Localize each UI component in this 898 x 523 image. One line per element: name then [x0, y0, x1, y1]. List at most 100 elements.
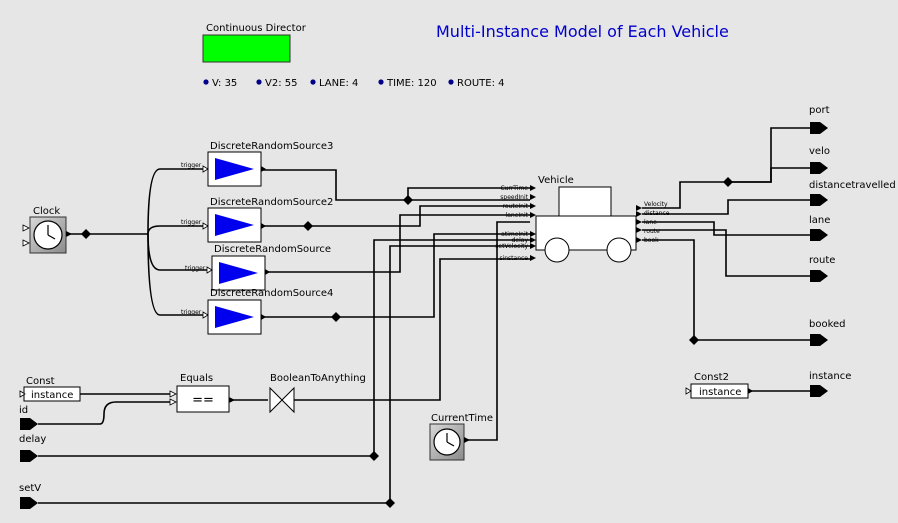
- output-port-arrow-icon[interactable]: [810, 270, 828, 282]
- wire[interactable]: [262, 205, 530, 227]
- input-port-setv[interactable]: setV: [19, 483, 41, 509]
- input-port-arrow-icon[interactable]: [20, 497, 38, 509]
- relation-diamond-icon[interactable]: [385, 498, 395, 508]
- input-port-icon[interactable]: [206, 266, 213, 274]
- bool-to-anything-icon[interactable]: [269, 386, 295, 414]
- input-port-delay[interactable]: delay: [19, 434, 46, 462]
- output-port-arrow-icon[interactable]: [810, 385, 828, 397]
- input-port-icon[interactable]: [530, 255, 536, 261]
- vehicle-input-ports: CurrTime speedInit routeInit laneInit at…: [495, 185, 536, 262]
- wire[interactable]: [38, 245, 530, 504]
- output-port-icon[interactable]: [636, 205, 642, 211]
- relation-diamond-icon[interactable]: [403, 195, 413, 205]
- input-port-icon[interactable]: [530, 243, 536, 249]
- continuous-director[interactable]: Continuous Director: [202, 23, 307, 63]
- output-port-velo[interactable]: velo: [809, 146, 830, 174]
- output-port-arrow-icon[interactable]: [810, 162, 828, 174]
- output-port-arrow-icon[interactable]: [810, 334, 828, 346]
- equals-actor[interactable]: Equals ==: [169, 373, 235, 413]
- relation-diamond-icon[interactable]: [723, 177, 733, 187]
- wire[interactable]: [38, 401, 170, 425]
- output-port-icon[interactable]: [229, 397, 235, 403]
- output-port-icon[interactable]: [636, 211, 642, 217]
- input-port-icon[interactable]: [169, 398, 177, 406]
- input-port-icon[interactable]: [530, 231, 536, 237]
- wire[interactable]: [147, 225, 208, 235]
- wire[interactable]: [642, 229, 810, 277]
- wire[interactable]: [642, 239, 810, 341]
- wire[interactable]: [266, 214, 530, 273]
- output-port-icon[interactable]: [265, 269, 270, 275]
- output-port-arrow-icon[interactable]: [810, 122, 828, 134]
- wire[interactable]: [262, 233, 530, 318]
- input-port-icon[interactable]: [530, 185, 536, 191]
- output-port-icon[interactable]: [261, 166, 266, 172]
- output-port-icon[interactable]: [636, 227, 642, 233]
- relation-diamond-icon[interactable]: [689, 335, 699, 345]
- discrete-random-source-2[interactable]: DiscreteRandomSource2 trigger: [181, 197, 333, 243]
- relation-diamond-icon[interactable]: [303, 221, 313, 231]
- wire[interactable]: [66, 168, 208, 235]
- parameter-v[interactable]: V: 35: [203, 78, 237, 89]
- const2-actor[interactable]: Const2 instance: [685, 372, 753, 399]
- output-port-icon[interactable]: [464, 437, 470, 443]
- output-port-arrow-icon[interactable]: [810, 229, 828, 241]
- output-port-route[interactable]: route: [809, 255, 835, 282]
- output-port-icon[interactable]: [66, 231, 72, 237]
- input-port-icon[interactable]: [530, 212, 536, 218]
- discrete-random-source-3[interactable]: DiscreteRandomSource3 trigger: [181, 141, 333, 187]
- wire[interactable]: [147, 233, 208, 316]
- wire[interactable]: [262, 169, 530, 201]
- wire[interactable]: [38, 239, 530, 457]
- input-port-icon[interactable]: [202, 311, 209, 319]
- parameter-lane[interactable]: LANE: 4: [310, 78, 358, 89]
- parameter-time[interactable]: TIME: 120: [378, 78, 437, 89]
- input-port-icon[interactable]: [530, 194, 536, 200]
- input-port-icon[interactable]: [19, 390, 26, 398]
- output-port-port[interactable]: port: [809, 105, 830, 134]
- output-port-icon[interactable]: [261, 314, 266, 320]
- equals-box[interactable]: [176, 385, 230, 413]
- random-source-icon: [215, 214, 254, 236]
- input-port-icon[interactable]: [22, 239, 30, 247]
- output-port-icon[interactable]: [748, 388, 753, 394]
- director-box[interactable]: [202, 34, 291, 63]
- vehicle-actor[interactable]: Vehicle CurrTime speedInit routeInit lan…: [495, 175, 670, 263]
- input-port-arrow-icon[interactable]: [20, 418, 38, 430]
- input-port-icon[interactable]: [22, 224, 30, 232]
- input-port-icon[interactable]: [202, 165, 209, 173]
- input-port-icon[interactable]: [685, 387, 692, 395]
- relation-diamond-icon[interactable]: [81, 229, 91, 239]
- discrete-random-source[interactable]: DiscreteRandomSource trigger: [185, 244, 331, 291]
- input-port-icon[interactable]: [169, 390, 177, 398]
- vehicle-input-label: setVelocity: [495, 243, 528, 250]
- boolean-to-anything-actor[interactable]: BooleanToAnything: [269, 373, 366, 414]
- input-port-icon[interactable]: [530, 237, 536, 243]
- parameter-route[interactable]: ROUTE: 4: [448, 78, 504, 89]
- input-port-arrow-icon[interactable]: [20, 450, 38, 462]
- input-port-icon[interactable]: [202, 222, 209, 230]
- current-time-actor[interactable]: CurrentTime: [429, 413, 493, 461]
- wire[interactable]: [642, 221, 810, 236]
- parameter-v2[interactable]: V2: 55: [256, 78, 297, 89]
- wire[interactable]: [728, 167, 810, 183]
- relation-diamond-icon[interactable]: [369, 451, 379, 461]
- output-port-arrow-icon[interactable]: [810, 194, 828, 206]
- output-port-icon[interactable]: [636, 237, 642, 243]
- output-port-lane[interactable]: lane: [809, 215, 830, 241]
- wire[interactable]: [642, 199, 810, 215]
- clock-actor[interactable]: Clock: [22, 206, 72, 254]
- output-port-icon[interactable]: [636, 219, 642, 225]
- output-port-instance[interactable]: instance: [809, 371, 851, 397]
- relation-diamond-icon[interactable]: [331, 312, 341, 322]
- output-port-distancetravelled[interactable]: distancetravelled: [809, 180, 896, 206]
- output-port-icon[interactable]: [261, 223, 266, 229]
- wire[interactable]: [294, 258, 530, 401]
- const-actor[interactable]: Const instance: [19, 376, 81, 402]
- equals-symbol: ==: [192, 393, 214, 408]
- output-port-booked[interactable]: booked: [809, 319, 846, 346]
- discrete-random-source-4[interactable]: DiscreteRandomSource4 trigger: [181, 288, 333, 335]
- input-port-icon[interactable]: [530, 203, 536, 209]
- wire[interactable]: [464, 221, 530, 441]
- input-port-id[interactable]: id: [19, 405, 38, 430]
